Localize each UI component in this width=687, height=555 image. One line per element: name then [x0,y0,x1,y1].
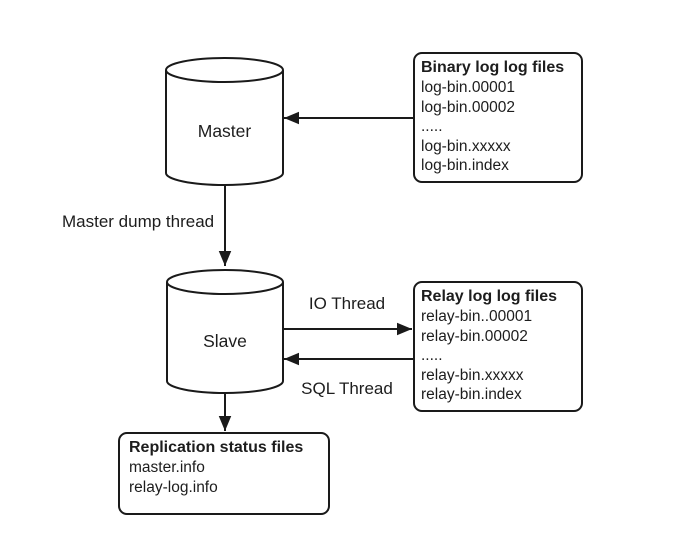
binary-log-file-item: ..... [421,118,443,135]
relay-log-file-item: relay-bin.xxxxx [421,366,524,384]
master-dump-thread-label: Master dump thread [62,212,215,231]
replication-status-files-box: Replication status files master.info rel… [118,432,330,515]
slave-database-cylinder [166,282,284,394]
relay-log-files-title: Relay log log files [421,288,558,305]
binary-log-file-item: log-bin.xxxxx [421,137,511,155]
binary-log-file-item: log-bin.00002 [421,98,515,116]
binary-log-files-title: Binary log log files [421,59,565,76]
binary-log-file-item: log-bin.index [421,157,509,174]
replication-status-file-item: master.info [129,459,205,476]
relay-log-files-box: Relay log log files relay-bin..00001 rel… [413,281,583,412]
sql-thread-label: SQL Thread [301,379,393,398]
replication-status-files-title: Replication status files [129,439,304,456]
relay-log-file-item: relay-bin..00001 [421,308,533,325]
master-database-cylinder [165,70,284,186]
relay-log-file-item: relay-bin.00002 [421,327,528,345]
io-thread-label: IO Thread [308,294,386,313]
replication-status-file-item: relay-log.info [129,478,218,496]
slave-node-label: Slave [203,331,247,351]
master-node-label: Master [197,121,252,141]
relay-log-file-item: relay-bin.index [421,386,522,403]
slave-cylinder-top [166,269,284,295]
binary-log-file-item: log-bin.00001 [421,79,515,96]
master-cylinder-top [165,57,284,83]
binary-log-files-box: Binary log log files log-bin.00001 log-b… [413,52,583,183]
relay-log-file-item: ..... [421,347,443,364]
